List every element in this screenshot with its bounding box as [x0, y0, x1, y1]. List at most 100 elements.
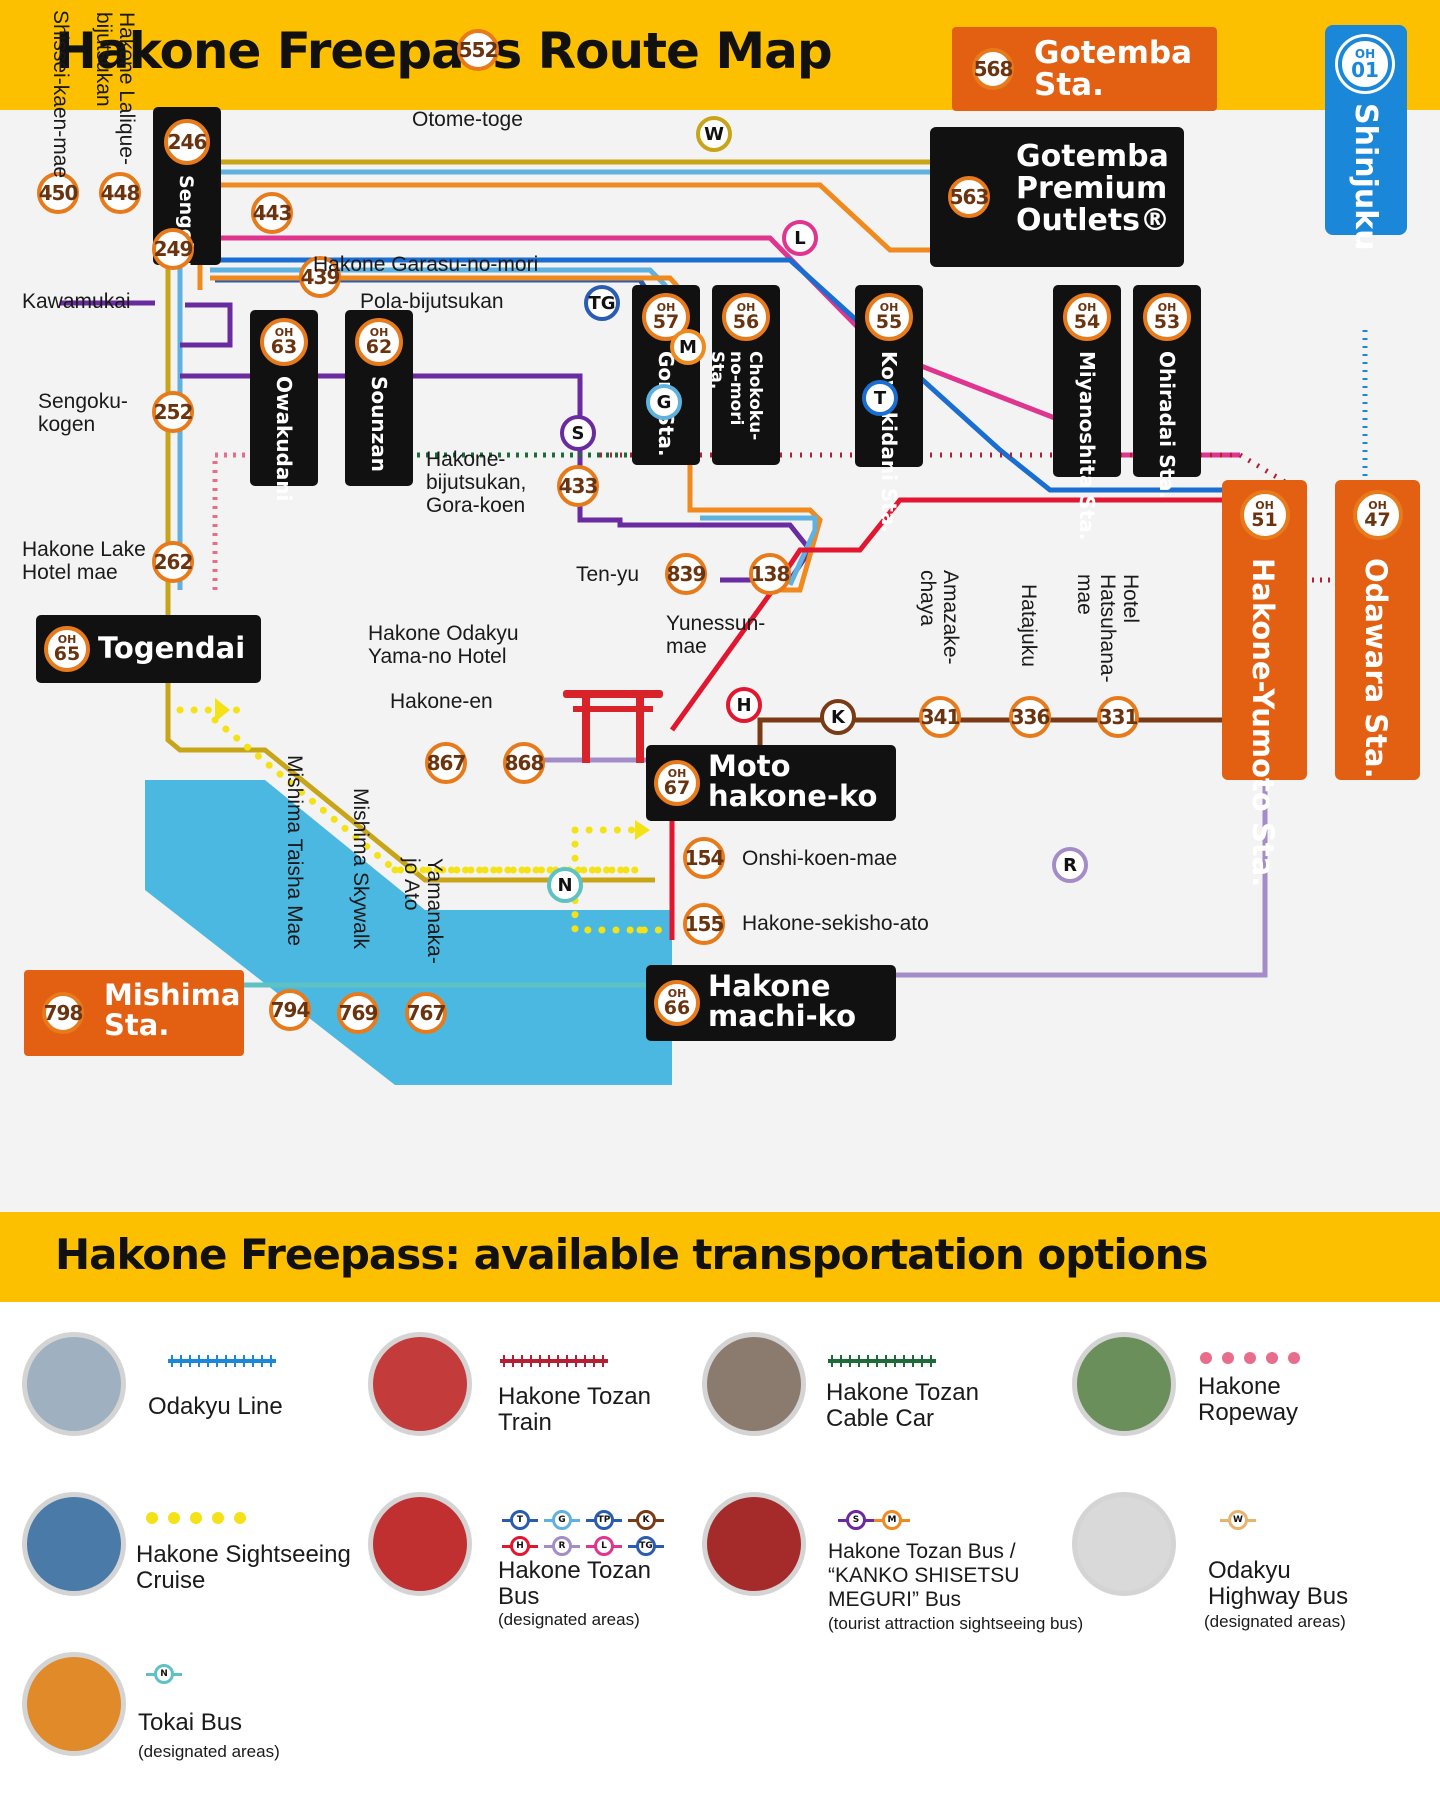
bus-stop-155: 155: [683, 903, 725, 945]
legend-dot-symbol: [212, 1512, 224, 1524]
outlets-label: Gotemba Premium Outlets®: [1016, 139, 1171, 238]
bus-stop-label-867: Hakone-en: [390, 690, 493, 713]
route-letter-s: S: [560, 415, 596, 451]
legend-title: Hakone Freepass: available transportatio…: [55, 1230, 1209, 1279]
bus-stop-552: 552: [457, 29, 499, 71]
legend-line-symbol: [828, 1355, 936, 1367]
bus-stop-249: 249: [152, 228, 194, 270]
bus-stop-769: 769: [337, 992, 379, 1034]
bus-stop-label-336: Hatajuku: [1017, 584, 1040, 667]
bus-stop-label-450: Shissei-kaen-mae: [49, 10, 72, 179]
bus-stop-label-138: Yunessun-mae: [666, 612, 766, 658]
legend-dot-symbol: [1222, 1352, 1234, 1364]
terminal-hakone-yumoto-label: Hakone-Yumoto Sta.: [1245, 558, 1280, 888]
bus-stop-154: 154: [683, 837, 725, 879]
bus-stop-839: 839: [665, 553, 707, 595]
bus-stop-336: 336: [1009, 696, 1051, 738]
route-letter-w: W: [696, 116, 732, 152]
torii-gate-icon: [563, 690, 663, 763]
bus-photo-icon: [702, 1492, 806, 1596]
rail-station-label: Kowakidani Sta.: [877, 351, 901, 533]
rail-station-label: Chokoku-no-mori Sta.: [707, 351, 765, 441]
gotemba-label: Gotemba Sta.: [1034, 35, 1192, 103]
gotemba-code-badge: 568: [972, 48, 1014, 90]
bus-stop-label-839: Ten-yu: [576, 563, 640, 586]
legend-route-k: K: [636, 1510, 656, 1530]
bus-stop-868: 868: [503, 742, 545, 784]
legend-sublabel: (designated areas): [138, 1742, 280, 1761]
bus-stop-label-868: Hakone Odakyu Yama-no Hotel: [368, 622, 519, 668]
legend-route-w: W: [1228, 1510, 1248, 1530]
train-photo-icon: [22, 1332, 126, 1436]
legend-label: Hakone Tozan Train: [498, 1383, 651, 1436]
legend-label: Hakone Tozan Cable Car: [826, 1379, 979, 1432]
legend-label: Hakone Tozan Bus / “KANKO SHISETSU MEGUR…: [828, 1540, 1020, 1611]
bus-stop-label-439: Pola-bijutsukan: [360, 290, 504, 313]
legend-sublabel: (designated areas): [1204, 1612, 1346, 1631]
bus-stop-262: 262: [152, 541, 194, 583]
bus-stop-label-794: Mishima Taisha Mae: [283, 755, 306, 947]
legend-route-l: L: [594, 1536, 614, 1556]
legend-route-t: T: [510, 1510, 530, 1530]
bus-stop-label-443: Hakone Garasu-no-mori: [313, 253, 539, 276]
sengoku-code-badge: 246: [164, 119, 210, 165]
cable-car-photo-icon: [702, 1332, 806, 1436]
lake-ashi: [145, 780, 672, 1085]
legend-route-m: M: [882, 1510, 902, 1530]
legend-dot-symbol: [1200, 1352, 1212, 1364]
rail-station-label: Ohiradai Sta.: [1155, 351, 1179, 500]
legend-label: Hakone Tozan Bus: [498, 1557, 651, 1610]
bus-photo-icon: [368, 1492, 472, 1596]
bus-stop-433: 433: [557, 465, 599, 507]
terminal-togendai-label: Togendai: [98, 631, 246, 665]
bus-stop-331: 331: [1097, 696, 1139, 738]
bus-stop-767: 767: [405, 992, 447, 1034]
route-letter-t: T: [862, 380, 898, 416]
rail-station-label: Miyanoshita Sta.: [1075, 351, 1099, 541]
terminal-odawara-label: Odawara Sta.: [1358, 558, 1393, 779]
bus-stop-label-249: Kawamukai: [22, 290, 131, 313]
legend-route-tp: TP: [594, 1510, 614, 1530]
bus-stop-443: 443: [251, 192, 293, 234]
ropeway-line: [212, 452, 255, 590]
legend-banner: Hakone Freepass: available transportatio…: [0, 1212, 1440, 1302]
rail-station-3[interactable]: OH57Gora Sta.: [632, 285, 700, 465]
bus-photo-icon: [1072, 1492, 1176, 1596]
bus-stop-label-767: Yamanaka-jo Ato: [400, 858, 446, 964]
route-letter-l: L: [782, 220, 818, 256]
rail-station-label: Owakudani: [272, 376, 296, 502]
shinjuku-label: Shinjuku: [1348, 103, 1383, 251]
legend-route-g: G: [552, 1510, 572, 1530]
page-title: Hakone Freepass Route Map: [55, 22, 833, 80]
ship-photo-icon: [22, 1492, 126, 1596]
legend-route-h: H: [510, 1536, 530, 1556]
route-letter-r: R: [1052, 847, 1088, 883]
route-letter-tg: TG: [584, 285, 620, 321]
bus-stop-439: 439: [299, 256, 341, 298]
legend-dot-symbol: [234, 1512, 246, 1524]
bus-stop-867: 867: [425, 742, 467, 784]
train-photo-icon: [368, 1332, 472, 1436]
